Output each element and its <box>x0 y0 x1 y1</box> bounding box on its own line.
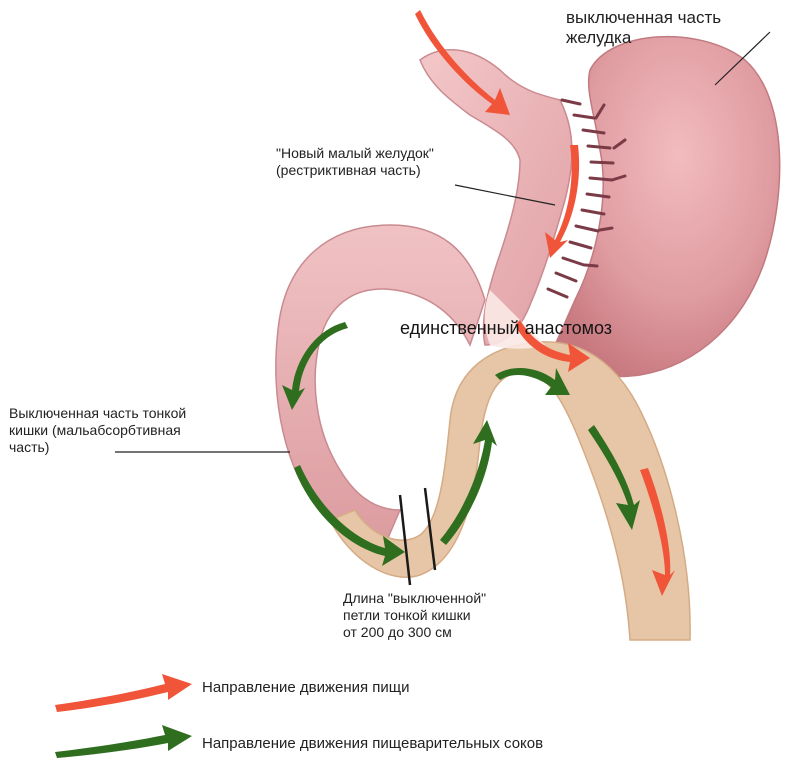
label-excluded-stomach: выключенная часть желудка <box>566 8 721 48</box>
label-excluded-stomach-line2: желудка <box>566 28 721 48</box>
legend-juice-arrow <box>55 725 192 758</box>
legend-food-label: Направление движения пищи <box>202 679 410 697</box>
label-excluded-intestine: Выключенная часть тонкой кишки (мальабсо… <box>9 405 186 456</box>
label-new-small-stomach-line1: "Новый малый желудок" <box>276 145 434 162</box>
legend-juices-label: Направление движения пищеварительных сок… <box>202 735 543 753</box>
legend-food-arrow <box>55 674 192 712</box>
label-excluded-intestine-line3: часть) <box>9 439 186 456</box>
label-anastomosis: единственный анастомоз <box>400 318 612 339</box>
label-loop-length-line3: от 200 до 300 см <box>343 624 486 641</box>
label-loop-length-line2: петли тонкой кишки <box>343 607 486 624</box>
label-excluded-intestine-line1: Выключенная часть тонкой <box>9 405 186 422</box>
label-loop-length-line1: Длина "выключенной" <box>343 590 486 607</box>
label-new-small-stomach-line2: (рестриктивная часть) <box>276 162 434 179</box>
label-new-small-stomach: "Новый малый желудок" (рестриктивная час… <box>276 145 434 179</box>
label-excluded-intestine-line2: кишки (мальабсорбтивная <box>9 422 186 439</box>
label-loop-length: Длина "выключенной" петли тонкой кишки о… <box>343 590 486 641</box>
label-excluded-stomach-line1: выключенная часть <box>566 8 721 28</box>
